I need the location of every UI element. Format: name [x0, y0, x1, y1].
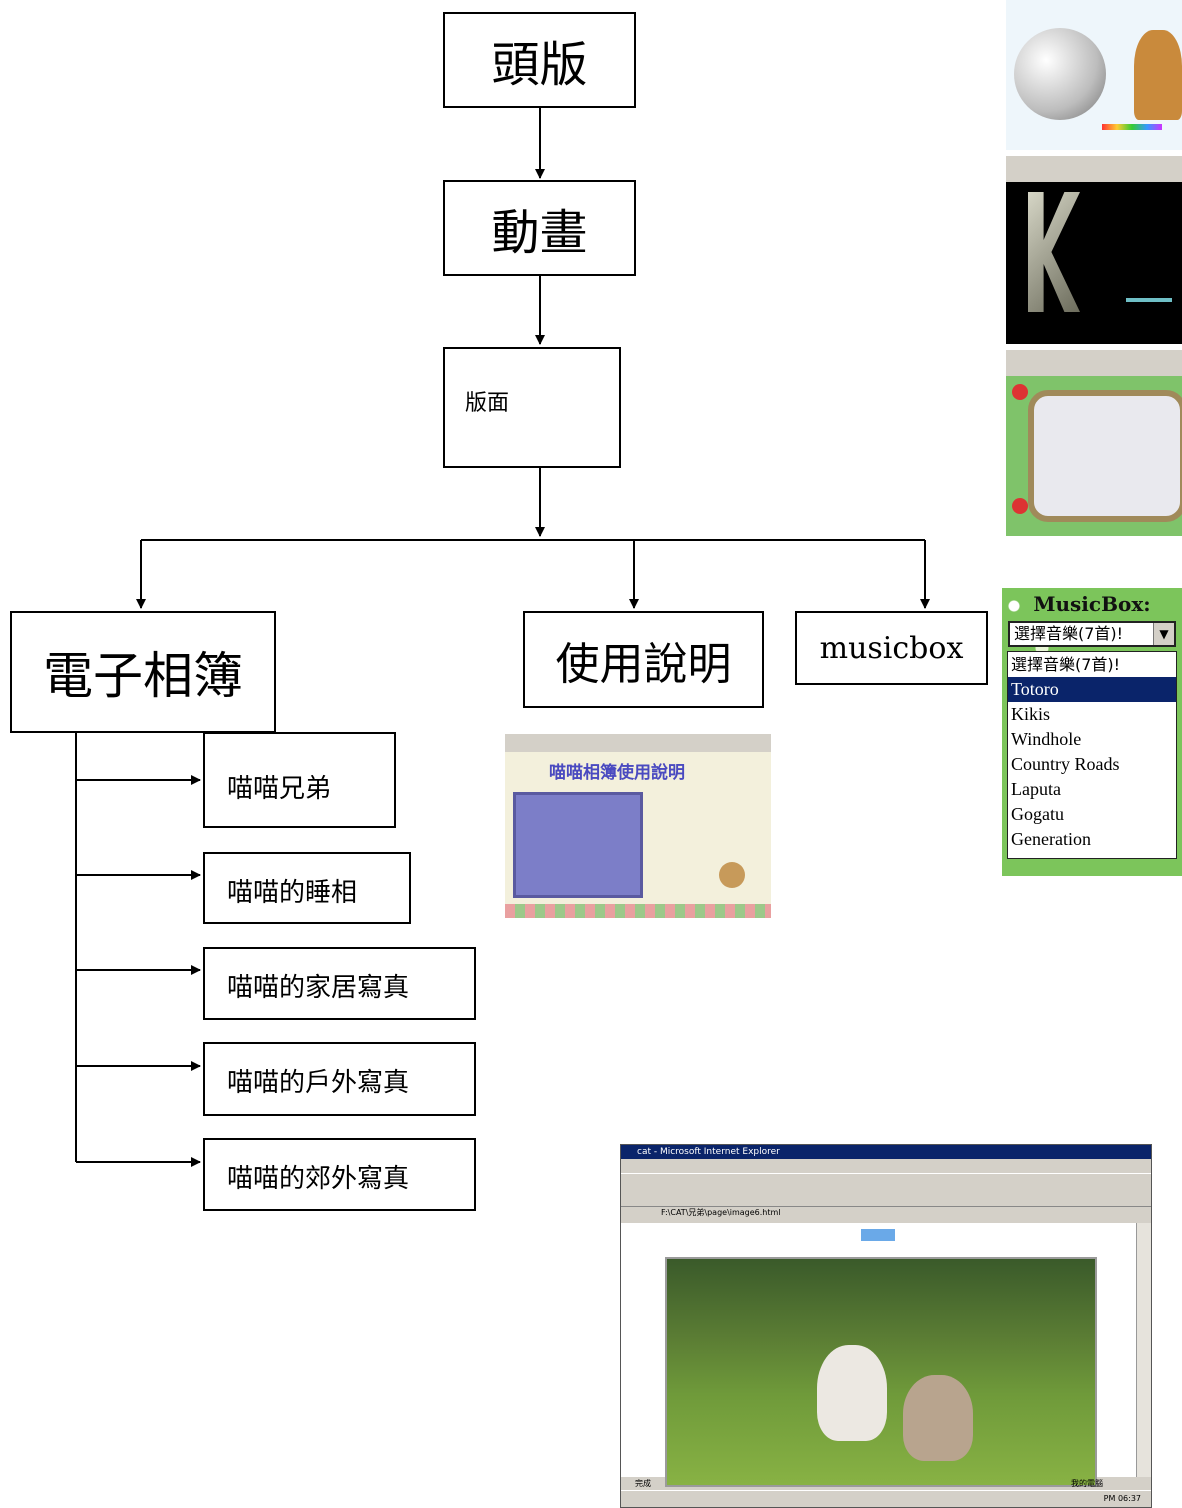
node-layout-label: 版面 — [465, 391, 510, 416]
browser-title: cat - Microsoft Internet Explorer — [621, 1145, 1151, 1159]
music-select-value: 選擇音樂(7首)! — [1014, 624, 1124, 643]
node-musicbox-label: musicbox — [819, 630, 964, 666]
underline-graphic — [1126, 298, 1172, 302]
photo-frame-graphic — [1028, 390, 1182, 522]
music-option[interactable]: 選擇音樂(7首)! — [1011, 655, 1121, 674]
fishbowl-graphic — [1014, 28, 1106, 120]
address-field: F:\CAT\兄弟\page\image6.html — [661, 1208, 781, 1217]
browser-scrollbar — [1136, 1223, 1151, 1477]
album-item-sleeping: 喵喵的睡相 — [203, 852, 411, 924]
album-item-label: 喵喵的家居寫真 — [227, 973, 410, 1003]
music-option[interactable]: Windhole — [1011, 729, 1082, 749]
node-musicbox: musicbox — [795, 611, 988, 685]
music-select[interactable]: 選擇音樂(7首)! ▼ — [1008, 621, 1176, 647]
music-options-list: 選擇音樂(7首)! Totoro Kikis Windhole Country … — [1007, 651, 1177, 859]
animation-thumbnail — [1006, 156, 1182, 344]
album-item-home: 喵喵的家居寫真 — [203, 947, 476, 1020]
colored-dots-graphic — [1102, 124, 1162, 130]
node-usage-label: 使用說明 — [555, 638, 732, 690]
music-option[interactable]: Laputa — [1011, 779, 1061, 799]
usage-heading: 喵喵相簿使用說明 — [549, 763, 685, 783]
musicbox-widget: MusicBox: 選擇音樂(7首)! ▼ 選擇音樂(7首)! Totoro K… — [1002, 588, 1182, 876]
music-option[interactable]: Generation — [1011, 829, 1091, 849]
album-item-outdoor: 喵喵的戶外寫真 — [203, 1042, 476, 1116]
browser-window: cat - Microsoft Internet Explorer F:\CAT… — [620, 1144, 1152, 1508]
kitten-graphic — [903, 1375, 973, 1461]
album-item-label: 喵喵的戶外寫真 — [227, 1068, 410, 1098]
album-item-label: 喵喵的睡相 — [227, 878, 358, 908]
node-layout: 版面 — [443, 347, 621, 468]
music-option[interactable]: Gogatu — [1011, 804, 1064, 824]
zone-text: 我的電腦 — [1071, 1479, 1103, 1488]
cat-icon — [719, 862, 745, 888]
browser-toolbar — [621, 1173, 1151, 1207]
usage-thumbnail: 喵喵相簿使用說明 — [505, 734, 771, 918]
node-front-page-label: 頭版 — [491, 37, 588, 93]
taskbar: PM 06:37 — [621, 1490, 1151, 1507]
front-page-thumbnail — [1006, 0, 1182, 150]
musicbox-title: MusicBox: — [1033, 592, 1151, 616]
letter-graphic — [1028, 192, 1080, 312]
kitten-graphic — [817, 1345, 887, 1441]
status-bar: 完成 我的電腦 — [621, 1477, 1151, 1491]
music-option[interactable]: Totoro — [1008, 677, 1176, 702]
chevron-down-icon[interactable]: ▼ — [1153, 623, 1174, 645]
album-item-countryside: 喵喵的郊外寫真 — [203, 1138, 476, 1211]
status-text: 完成 — [635, 1479, 651, 1488]
music-option[interactable]: Country Roads — [1011, 754, 1120, 774]
node-album: 電子相簿 — [10, 611, 276, 733]
node-animation-label: 動畫 — [491, 205, 588, 261]
clock-text: PM 06:37 — [1103, 1494, 1141, 1503]
music-option[interactable]: Kikis — [1011, 704, 1051, 724]
red-button-graphic — [1012, 498, 1028, 514]
node-usage: 使用說明 — [523, 611, 764, 708]
browser-page — [621, 1223, 1137, 1487]
layout-thumbnail — [1006, 350, 1182, 536]
node-front-page: 頭版 — [443, 12, 636, 108]
album-item-label: 喵喵兄弟 — [227, 774, 332, 804]
album-preview-graphic — [513, 792, 643, 898]
nav-arrows-icon — [861, 1229, 895, 1241]
node-animation: 動畫 — [443, 180, 636, 276]
album-item-brothers: 喵喵兄弟 — [203, 732, 396, 828]
browser-menu-bar — [621, 1159, 1151, 1173]
node-album-label: 電子相簿 — [43, 647, 243, 705]
red-button-graphic — [1012, 384, 1028, 400]
flower-border-graphic — [505, 904, 771, 918]
kittens-photo — [665, 1257, 1097, 1487]
album-item-label: 喵喵的郊外寫真 — [227, 1164, 410, 1194]
cat-graphic — [1134, 30, 1182, 120]
